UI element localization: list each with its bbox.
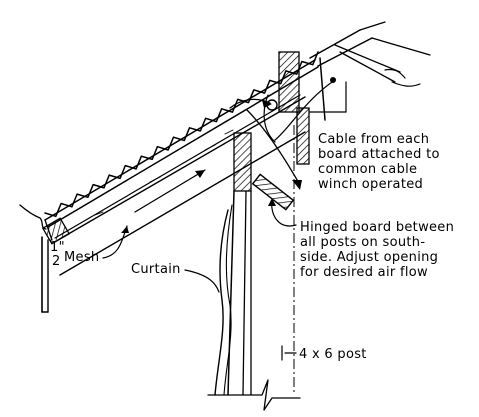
hinged-note-line-1: Hinged board between xyxy=(300,220,454,235)
cable-line xyxy=(263,94,276,143)
cable-pulley xyxy=(266,99,278,111)
roof-second-layer xyxy=(54,94,301,239)
cable-note-line-2: board attached to xyxy=(318,147,440,162)
mesh-text: Mesh xyxy=(64,250,99,265)
cable-line-2 xyxy=(274,79,336,141)
roof-sheathing-bottom xyxy=(47,66,319,228)
curtain-leader xyxy=(184,269,220,293)
post-inner-edge xyxy=(242,190,247,396)
hinged-leader-arrow xyxy=(268,198,276,206)
hinged-board xyxy=(251,173,295,211)
roof-sheathing-top xyxy=(44,59,316,221)
ridge-block xyxy=(278,51,300,113)
ridge-extension xyxy=(334,21,431,83)
hinged-note-line-2: all posts on south- xyxy=(300,235,425,250)
ridge-block-2 xyxy=(296,107,310,165)
curtain-label: Curtain xyxy=(131,262,181,277)
hinged-note-line-3: side. Adjust opening xyxy=(300,250,438,265)
post-label: 4 x 6 post xyxy=(299,347,367,362)
post-break xyxy=(207,379,301,411)
cable-note: Cable from each board attached to common… xyxy=(318,132,440,192)
rafter-bottom xyxy=(59,131,306,276)
air-flow-arrowhead xyxy=(195,170,205,178)
post-top-block xyxy=(233,132,252,192)
cable-note-line-4: winch operated xyxy=(318,177,423,192)
mesh-size-whole: 1" xyxy=(50,240,65,255)
cable-note-line-3: common cable xyxy=(318,162,417,177)
post-assembly xyxy=(207,125,301,411)
curtain-fold xyxy=(223,204,233,396)
post-left-edge xyxy=(227,190,235,396)
hinged-board-note: Hinged board between all posts on south-… xyxy=(300,220,454,280)
roof-assembly xyxy=(19,21,431,313)
curtain xyxy=(214,209,229,396)
mesh-label: 1" 2 Mesh xyxy=(50,240,99,269)
ridge-cap xyxy=(309,29,373,121)
hinged-note-line-4: for desired air flow xyxy=(300,265,428,280)
left-break-line xyxy=(19,204,47,230)
air-flow-arrow xyxy=(134,169,206,213)
mesh-leader-arrow xyxy=(121,226,129,233)
cable-note-line-1: Cable from each xyxy=(318,132,429,147)
eave-block xyxy=(41,217,71,245)
roof-corrugation xyxy=(44,51,319,218)
mesh-size-half: 2 xyxy=(52,254,61,269)
roof-grain xyxy=(94,129,234,216)
right-break-line xyxy=(384,68,421,87)
rafter-top xyxy=(57,96,306,241)
cable-assembly xyxy=(263,77,347,143)
cable-pulley-2 xyxy=(330,77,336,83)
